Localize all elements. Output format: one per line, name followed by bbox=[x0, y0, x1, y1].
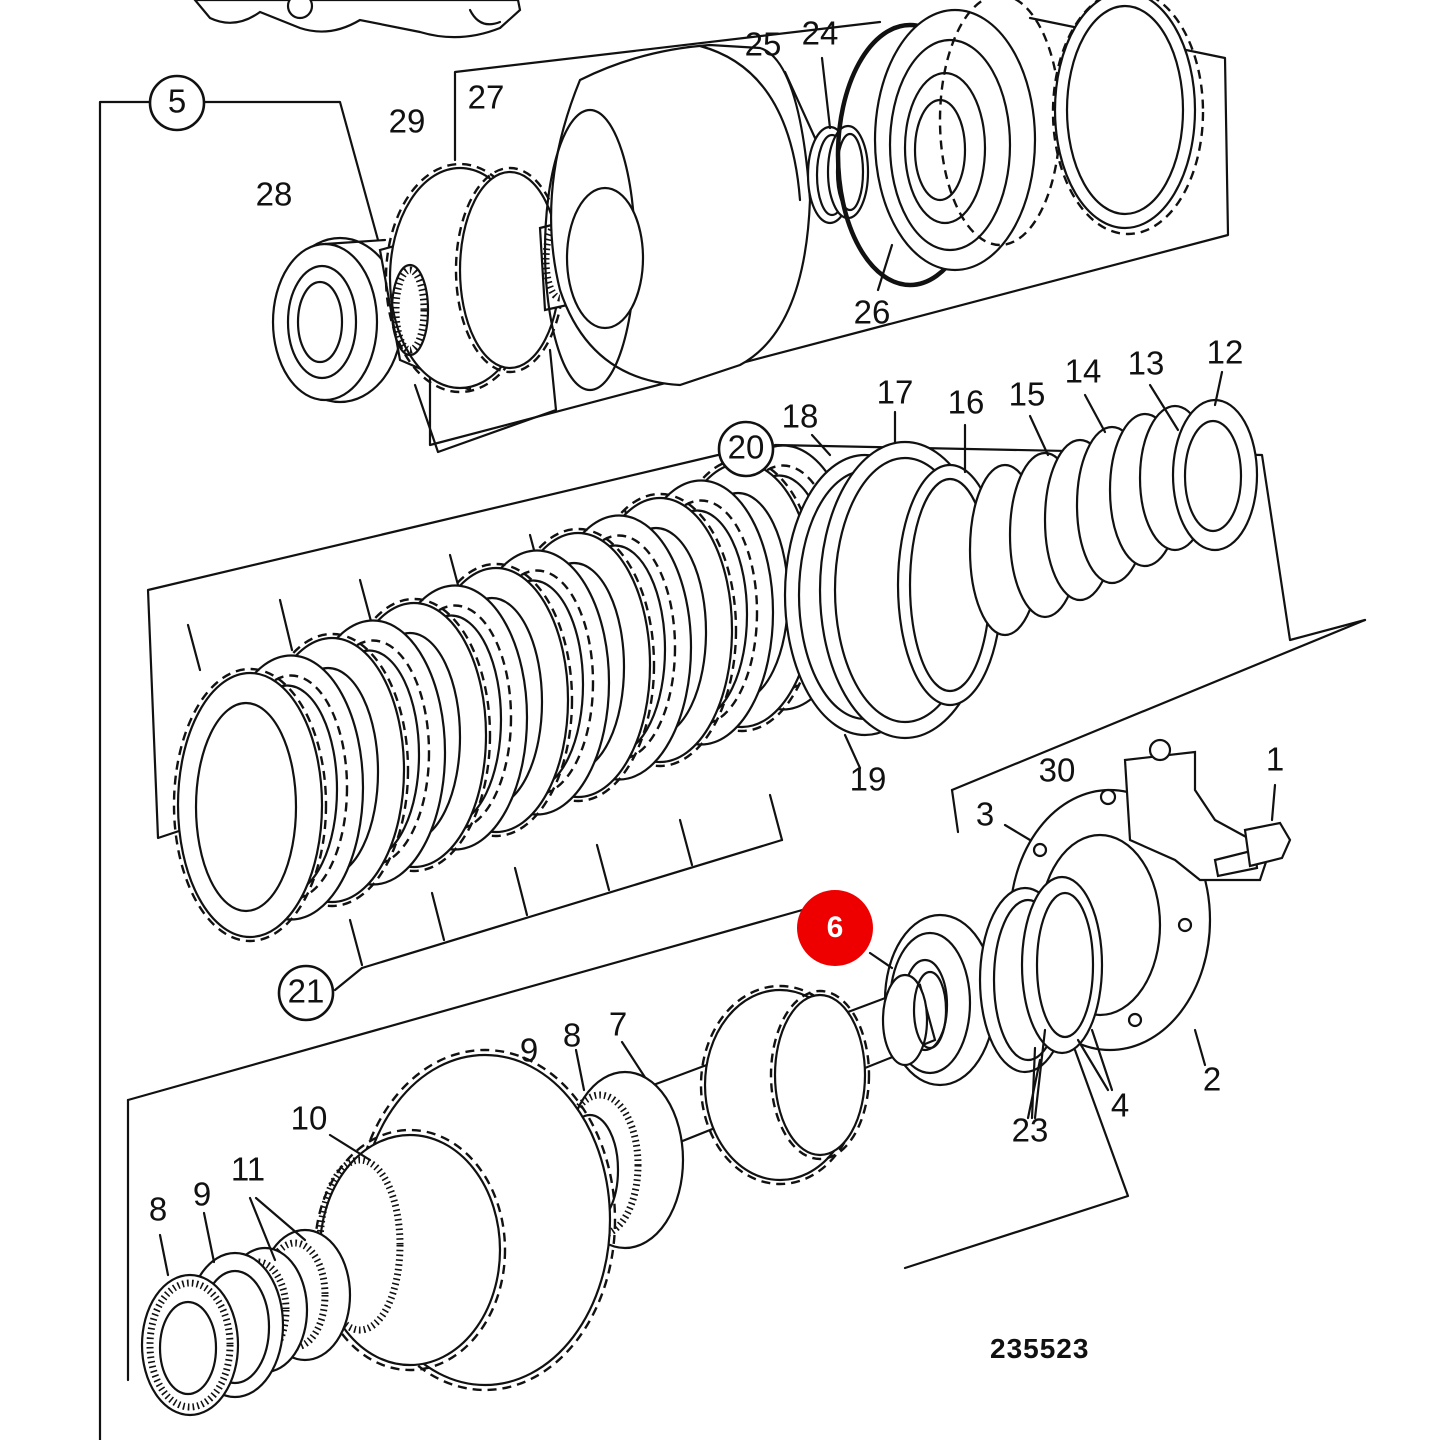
part-label-19: 19 bbox=[850, 761, 887, 798]
part-label-18: 18 bbox=[782, 398, 819, 435]
group-label-5-text: 5 bbox=[168, 83, 186, 120]
part-label-16: 16 bbox=[948, 384, 985, 421]
clutch-plate-teeth bbox=[254, 632, 410, 908]
clutch-plate-bore bbox=[194, 701, 298, 913]
clutch-plate-teeth bbox=[500, 527, 656, 803]
clutch-plate-teeth bbox=[418, 562, 574, 838]
group-label-21: 21 bbox=[277, 964, 335, 1022]
clutch-plate bbox=[176, 671, 324, 939]
bearing-28 bbox=[271, 236, 404, 404]
clutch-plate-teeth bbox=[336, 597, 492, 873]
clutch-plate-teeth bbox=[172, 667, 328, 943]
part-label-1: 1 bbox=[1266, 741, 1284, 778]
highlight-circle[interactable] bbox=[797, 890, 873, 966]
part-label-11: 11 bbox=[231, 1151, 265, 1188]
highlighted-part-marker[interactable]: 6 bbox=[797, 890, 873, 966]
part-label-10: 10 bbox=[291, 1100, 328, 1137]
part-label-13: 13 bbox=[1128, 345, 1165, 382]
part-label-2: 2 bbox=[1203, 1061, 1221, 1098]
piston-26 bbox=[835, 0, 1062, 292]
part-label-7: 7 bbox=[609, 1006, 627, 1043]
part-label-23: 23 bbox=[1012, 1112, 1049, 1149]
bolt-1 bbox=[1213, 783, 1292, 878]
part-label-26: 26 bbox=[854, 294, 891, 331]
group-label-21-text: 21 bbox=[288, 973, 325, 1010]
gear-29 bbox=[378, 162, 592, 394]
part-label-8-left: 8 bbox=[149, 1191, 167, 1228]
group-label-20-text: 20 bbox=[728, 429, 765, 466]
part-label-14: 14 bbox=[1065, 353, 1102, 390]
part-label-30: 30 bbox=[1039, 752, 1076, 789]
clutch-plate-teeth bbox=[582, 492, 738, 768]
part-label-9-right: 9 bbox=[520, 1032, 538, 1069]
part-label-25: 25 bbox=[745, 26, 782, 63]
shaft-7 bbox=[620, 970, 948, 1186]
drum-27 bbox=[543, 43, 812, 392]
part-label-3: 3 bbox=[976, 796, 994, 833]
group-label-5: 5 bbox=[148, 74, 206, 132]
part-label-15: 15 bbox=[1009, 376, 1046, 413]
housing-fragment bbox=[193, 0, 522, 39]
group-label-20: 20 bbox=[717, 420, 775, 478]
part-label-8-right: 8 bbox=[563, 1017, 581, 1054]
part-labels: 25 24 27 29 28 26 12 13 14 15 16 17 18 1… bbox=[149, 15, 1284, 1228]
gear-10 bbox=[313, 1048, 617, 1392]
top-plate bbox=[1051, 0, 1205, 236]
part-label-9-left: 9 bbox=[193, 1176, 211, 1213]
clutch-pack bbox=[172, 444, 857, 943]
part-label-28: 28 bbox=[256, 176, 293, 213]
part-label-17: 17 bbox=[877, 374, 914, 411]
highlighted-part-label[interactable]: 6 bbox=[827, 911, 844, 944]
part-label-4: 4 bbox=[1111, 1087, 1129, 1124]
part-label-12: 12 bbox=[1207, 334, 1244, 371]
drawing-number: 235523 bbox=[990, 1333, 1089, 1364]
part-label-24: 24 bbox=[802, 15, 839, 52]
washers-8-9-left bbox=[140, 1211, 285, 1417]
springs-12-15 bbox=[968, 370, 1259, 637]
part-label-27: 27 bbox=[468, 79, 505, 116]
rings-23-4 bbox=[978, 875, 1114, 1120]
rings-16-17-18 bbox=[783, 410, 1004, 770]
part-label-29: 29 bbox=[389, 103, 426, 140]
